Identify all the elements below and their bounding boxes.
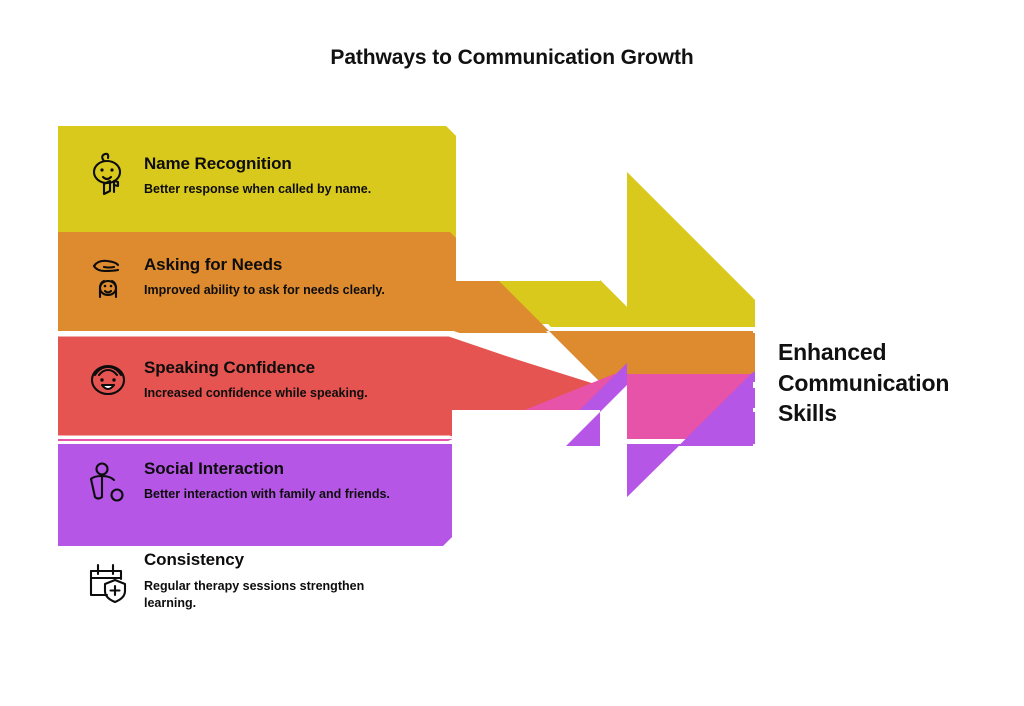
band-shape-5-top	[58, 363, 753, 546]
band-3-description: Increased confidence while speaking.	[144, 386, 368, 401]
hand-reaching-child-icon	[82, 251, 134, 303]
band-5-text: Consistency Regular therapy sessions str…	[144, 550, 389, 611]
smiling-face-icon	[82, 354, 134, 406]
band-1-title: Name Recognition	[144, 153, 292, 173]
band-1[interactable]: Name Recognition Better response when ca…	[58, 143, 438, 209]
band-2-title: Asking for Needs	[144, 254, 283, 274]
band-4-description: Better interaction with family and frien…	[144, 487, 390, 502]
baby-face-sound-icon	[82, 150, 134, 202]
band-shape-2-top	[58, 232, 753, 396]
band-4-text: Social Interaction Better interaction wi…	[144, 459, 390, 503]
person-arms-out-icon	[82, 455, 134, 507]
band-1-description: Better response when called by name.	[144, 182, 372, 197]
page-title: Pathways to Communication Growth	[330, 46, 694, 69]
band-2-text: Asking for Needs Improved ability to ask…	[144, 255, 385, 299]
band-3-title: Speaking Confidence	[144, 357, 315, 377]
band-5-title: Consistency	[144, 550, 244, 570]
outcome-label: Enhanced Communication Skills	[778, 339, 950, 427]
band-2[interactable]: Asking for Needs Improved ability to ask…	[58, 244, 438, 310]
band-shape-3-top	[58, 338, 755, 434]
band-4-title: Social Interaction	[144, 458, 284, 478]
band-1-text: Name Recognition Better response when ca…	[144, 154, 371, 198]
band-3-text: Speaking Confidence Increased confidence…	[144, 358, 368, 402]
calendar-shield-plus-icon	[82, 555, 134, 607]
upper-notch	[456, 126, 627, 297]
band-2-description: Improved ability to ask for needs clearl…	[144, 283, 385, 298]
band-5-description: Regular therapy sessions strengthen lear…	[144, 578, 365, 610]
band-5[interactable]: Consistency Regular therapy sessions str…	[58, 541, 438, 621]
band-3[interactable]: Speaking Confidence Increased confidence…	[58, 347, 438, 413]
lower-notch	[452, 385, 627, 560]
band-4[interactable]: Social Interaction Better interaction wi…	[58, 448, 438, 514]
